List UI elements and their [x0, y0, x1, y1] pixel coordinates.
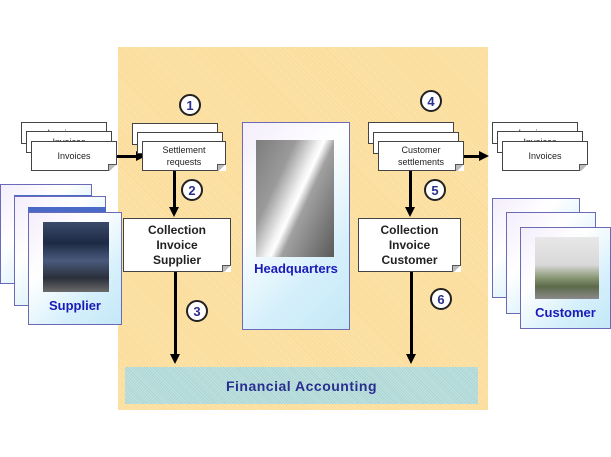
financial-accounting-bar: Financial Accounting [125, 367, 478, 404]
collection-invoice-supplier-doc: Collection Invoice Supplier [123, 218, 231, 272]
supplier-invoices-doc: Invoices [31, 141, 117, 171]
supplier-photo [43, 222, 109, 292]
supplier-invoices-label: Invoices [57, 151, 91, 161]
supplier-label: Supplier [48, 298, 101, 313]
customer-settlements-line1: Customer [401, 145, 441, 155]
step-1-badge: 1 [179, 94, 201, 116]
supplier-card: Supplier [28, 212, 122, 325]
settlement-requests-doc: Settlement requests [142, 141, 226, 171]
step-2-badge: 2 [181, 179, 203, 201]
arrow-head-down [406, 354, 416, 364]
collection-supplier-line2: Invoice [156, 237, 198, 252]
arrow-head-right [479, 151, 489, 161]
headquarters-card: Headquarters [242, 122, 350, 330]
collection-supplier-line3: Supplier [152, 252, 201, 267]
arrow-invoices-to-settlement [117, 155, 138, 158]
collection-customer-line3: Customer [381, 252, 438, 267]
customer-invoices-doc: Invoices [502, 141, 588, 171]
collection-invoice-customer-doc: Collection Invoice Customer [358, 218, 461, 272]
collection-customer-line2: Invoice [388, 237, 431, 252]
customer-settlements-line2: settlements [397, 157, 445, 167]
customer-invoices-label: Invoices [528, 151, 562, 161]
financial-accounting-label: Financial Accounting [225, 377, 378, 394]
collection-customer-line1: Collection [380, 222, 439, 237]
step-3-badge: 3 [186, 300, 208, 322]
step-5-badge: 5 [424, 179, 446, 201]
customer-settlements-doc: Customer settlements [378, 141, 464, 171]
headquarters-label: Headquarters [254, 261, 338, 276]
settlement-line1: Settlement [162, 145, 206, 155]
step-6-badge: 6 [430, 288, 452, 310]
customer-photo [535, 237, 599, 299]
arrow-head-right [136, 151, 146, 161]
arrow-customer-to-accounting [410, 272, 413, 356]
arrow-head-down [405, 207, 415, 217]
arrow-settlement-to-collection [173, 171, 176, 209]
arrow-head-down [170, 354, 180, 364]
arrow-supplier-to-accounting [174, 272, 177, 356]
settlement-line2: requests [166, 157, 202, 167]
arrow-head-down [169, 207, 179, 217]
arrow-settlements-to-invoices [464, 155, 481, 158]
customer-label: Customer [535, 305, 596, 320]
collection-supplier-line1: Collection [147, 222, 206, 237]
step-4-badge: 4 [420, 90, 442, 112]
arrow-settlements-to-collection [409, 171, 412, 209]
headquarters-photo [256, 140, 334, 257]
customer-card: Customer [520, 227, 611, 329]
